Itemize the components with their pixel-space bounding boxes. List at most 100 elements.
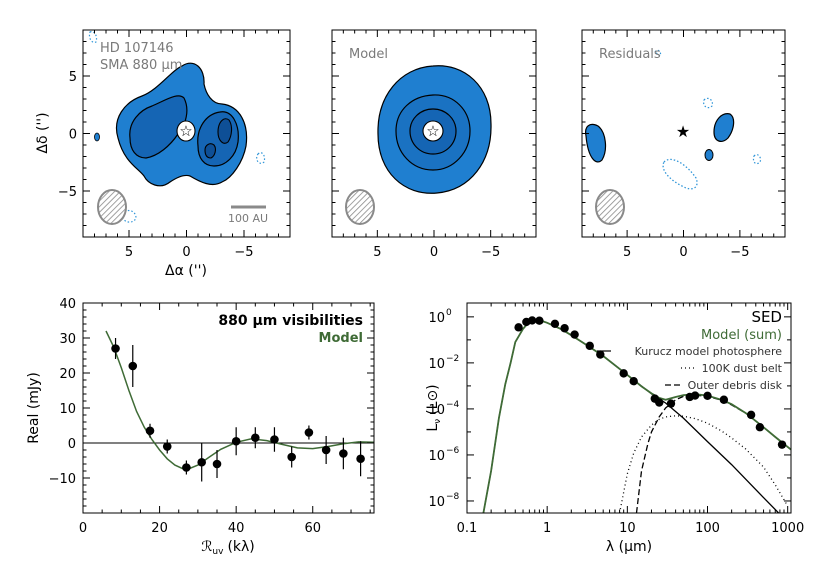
sed-legend-photosphere: Kurucz model photosphere bbox=[635, 345, 783, 358]
map-xtick-label: 5 bbox=[125, 245, 133, 260]
visibility-xlabel-unit: (kλ) bbox=[227, 539, 254, 555]
visibility-point bbox=[270, 435, 279, 444]
visibility-point bbox=[128, 361, 138, 371]
residual-label: Residuals bbox=[599, 47, 661, 62]
sed-point bbox=[690, 391, 700, 400]
visibility-point bbox=[356, 454, 365, 464]
sed-ytick-label: 10 bbox=[428, 449, 445, 464]
data-star-hole bbox=[176, 120, 196, 142]
sed-ytick-exponent: −6 bbox=[446, 446, 460, 456]
visibility-point bbox=[145, 426, 155, 436]
data-map-xlabel: Δα ('') bbox=[165, 263, 207, 279]
sed-ylabel-sub: ν bbox=[433, 419, 443, 424]
map-xtick-label: 0 bbox=[182, 245, 190, 260]
map-xtick-label: 0 bbox=[430, 245, 438, 260]
map-ytick-label: 5 bbox=[69, 70, 77, 85]
residual-negative-3 bbox=[752, 154, 762, 165]
residual-blob-left bbox=[585, 123, 607, 163]
residual-negative-1 bbox=[662, 158, 698, 190]
sed-ytick-label: 10 bbox=[428, 403, 445, 418]
sed-point bbox=[514, 323, 523, 332]
sed-point bbox=[570, 330, 579, 339]
sed-ytick-exponent: −4 bbox=[446, 400, 460, 410]
sed-xtick-label: 100 bbox=[695, 521, 720, 536]
visibility-point bbox=[212, 459, 222, 469]
model-map-panel: ☆ Model 5 0 −5 bbox=[331, 29, 537, 260]
visibility-xlabel-sub: uv bbox=[212, 547, 224, 557]
data-map-ylabel: Δδ ('') bbox=[35, 112, 51, 153]
data-contour-inner-left bbox=[129, 95, 188, 159]
sed-point bbox=[719, 395, 729, 404]
sed-ytick-exponent: −8 bbox=[446, 492, 460, 502]
residual-blob-small bbox=[704, 149, 714, 161]
vis-xtick-label: 0 bbox=[79, 521, 87, 536]
residual-star-icon: ★ bbox=[676, 122, 690, 141]
map-xtick-label: −5 bbox=[234, 245, 253, 260]
sed-point bbox=[777, 440, 787, 449]
sed-legend-warm-belt: 100K dust belt bbox=[702, 362, 783, 375]
sed-model-sum-curve bbox=[482, 319, 791, 513]
residual-beam bbox=[595, 189, 625, 225]
vis-xtick-label: 20 bbox=[151, 521, 168, 536]
sed-xtick-label: 1000 bbox=[771, 521, 804, 536]
map-xtick-label: −5 bbox=[481, 245, 500, 260]
visibility-xlabel: ℛuv(kλ) bbox=[201, 539, 255, 557]
model-beam bbox=[345, 189, 375, 225]
sed-legend-outer-disk: Outer debris disk bbox=[688, 379, 783, 392]
model-star-hole bbox=[422, 120, 444, 142]
visibility-point bbox=[339, 449, 348, 458]
sed-ylabel-main: L bbox=[425, 424, 441, 432]
data-label-target: HD 107146 bbox=[100, 41, 174, 56]
sed-ylabel-unit: (L⊙) bbox=[425, 384, 441, 414]
sed-ytick-exponent: 0 bbox=[446, 308, 452, 318]
sed-point bbox=[703, 391, 712, 401]
visibility-point bbox=[321, 445, 331, 455]
data-beam bbox=[97, 189, 127, 225]
sed-ylabel: Lν (L⊙) bbox=[425, 384, 443, 431]
sed-frame bbox=[466, 302, 792, 514]
residual-negative-2 bbox=[703, 97, 713, 109]
model-star-icon: ☆ bbox=[426, 122, 439, 140]
visibility-xlabel-main: ℛ bbox=[201, 539, 212, 555]
visibility-point bbox=[182, 463, 191, 472]
sed-xtick-label: 0.1 bbox=[457, 521, 478, 536]
sed-point bbox=[746, 410, 756, 420]
map-xtick-label: 5 bbox=[373, 245, 381, 260]
sed-ytick-label: 10 bbox=[428, 311, 445, 326]
sed-point bbox=[629, 376, 638, 386]
sed-title: SED bbox=[751, 308, 782, 326]
sed-ytick-label: 10 bbox=[428, 495, 445, 510]
sed-point bbox=[755, 423, 765, 432]
sed-point bbox=[560, 324, 569, 333]
visibility-model-curve bbox=[105, 330, 374, 470]
model-label: Model bbox=[349, 47, 388, 62]
sed-ytick-exponent: −2 bbox=[446, 354, 459, 364]
map-xtick-label: 0 bbox=[679, 245, 687, 260]
vis-ytick-label: 10 bbox=[59, 402, 76, 417]
data-negative-contour-1 bbox=[256, 152, 266, 164]
visibility-point bbox=[251, 433, 260, 443]
vis-xtick-label: 60 bbox=[304, 521, 321, 536]
vis-ytick-label: −10 bbox=[49, 472, 76, 487]
sed-point bbox=[527, 316, 537, 325]
sed-outer-disk-curve bbox=[635, 394, 791, 513]
visibility-point bbox=[304, 428, 314, 437]
data-label-instrument: SMA 880 μm bbox=[100, 58, 182, 73]
sed-point bbox=[535, 316, 544, 325]
vis-ytick-label: 0 bbox=[68, 437, 76, 452]
sed-point bbox=[619, 369, 628, 378]
data-negative-contour-2 bbox=[121, 209, 137, 223]
visibility-point bbox=[287, 452, 296, 462]
data-negative-contour-3 bbox=[88, 31, 98, 43]
sed-xlabel: λ (μm) bbox=[606, 539, 652, 555]
visibility-point bbox=[197, 457, 206, 467]
visibility-legend-model: Model bbox=[319, 331, 363, 346]
sed-point bbox=[655, 398, 664, 407]
data-contour-peak bbox=[217, 118, 233, 144]
visibility-point bbox=[162, 442, 172, 451]
sed-point bbox=[585, 341, 594, 351]
